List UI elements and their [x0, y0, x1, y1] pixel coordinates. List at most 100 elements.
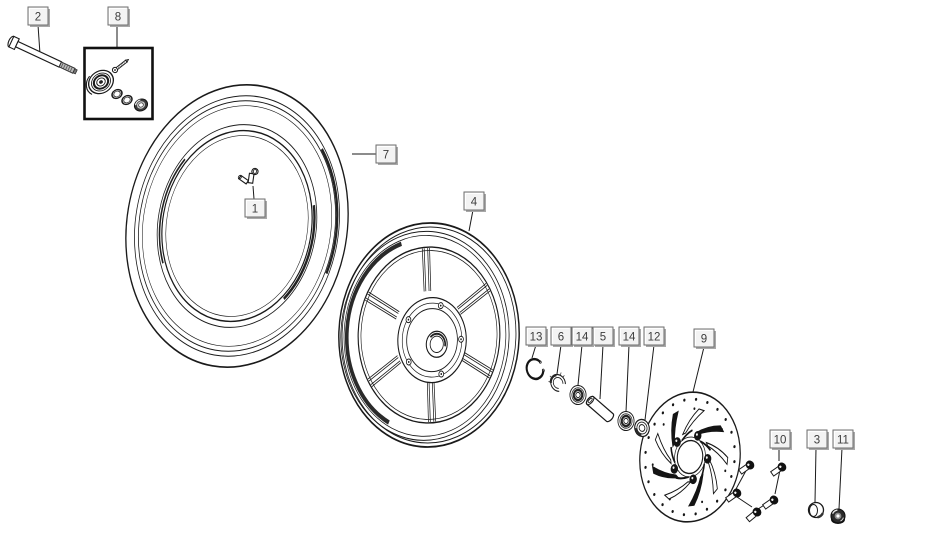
- wheel-spoke-line: [368, 291, 400, 313]
- wheel-spoke-line: [426, 378, 429, 423]
- rim-barrel-shape: [343, 234, 507, 437]
- retainer-hatch-shape: [559, 372, 562, 376]
- speedo-screw: [111, 58, 130, 74]
- disc-bolt-shape: [771, 498, 774, 501]
- cap-nut-part-shape: [807, 501, 825, 519]
- o-ring: [121, 94, 133, 106]
- callout-retainer-shape: [550, 326, 572, 346]
- disc-drill-hole: [706, 400, 709, 404]
- disc-bolt-shape: [752, 507, 762, 517]
- callout-cap-nut[interactable]: 3: [806, 429, 829, 450]
- axle-part-shape: [72, 68, 78, 75]
- disc-drill-hole: [653, 422, 656, 426]
- leader-lines-shape: [644, 344, 655, 421]
- callout-flange-nut[interactable]: 11: [832, 429, 855, 450]
- disc-bolt-shape: [734, 491, 737, 494]
- wheel-spoke-line: [370, 360, 401, 386]
- callout-bearing-inner[interactable]: 14: [571, 326, 594, 347]
- callout-group: 1 2 3 4 5 6 7: [27, 6, 855, 450]
- circlip-part-shape: [525, 357, 545, 381]
- cap-nut-part-shape: [809, 504, 818, 517]
- callout-wheel-rim[interactable]: 4: [463, 191, 486, 212]
- callout-tyre[interactable]: 7: [375, 144, 398, 165]
- callout-valve[interactable]: 1: [244, 198, 267, 219]
- o-ring-shape: [121, 94, 133, 106]
- o-ring-shape: [111, 88, 123, 100]
- tyre-shading-arc-left: [158, 158, 186, 264]
- disc-bolts-part: [724, 460, 787, 523]
- disc-rivet-highlight: [675, 439, 678, 443]
- disc-vent-slot: [651, 465, 680, 479]
- callout-retainer-shape: [552, 328, 570, 344]
- brake-disc-part: [639, 391, 741, 523]
- callout-flange-nut-shape: [832, 429, 854, 449]
- axle-thread-hatch-shape: [60, 62, 64, 68]
- leader-lines-shape: [692, 346, 705, 393]
- axle-thread-hatch-shape: [69, 67, 73, 72]
- callout-retainer[interactable]: 6: [550, 326, 573, 347]
- hub-bore: [425, 330, 448, 358]
- callout-axle-shape: [29, 8, 47, 24]
- callout-brake-disc[interactable]: 9: [693, 328, 716, 349]
- speedo-screw-shape-shape: [120, 63, 123, 67]
- disc-drill-hole: [647, 436, 650, 440]
- callout-circlip[interactable]: 13: [525, 326, 548, 347]
- axle-part: [7, 35, 78, 75]
- retainer-hatch-shape: [549, 375, 553, 379]
- leader-lines-shape: [736, 496, 753, 508]
- spacer-part-shape: [585, 395, 595, 406]
- callout-label: 3: [814, 435, 820, 447]
- rim-barrel-shape: [345, 241, 402, 425]
- disc-bolt-shape: [779, 465, 782, 468]
- callout-disc-bolts[interactable]: 10: [769, 429, 792, 450]
- valve-part-shape-shape: [247, 172, 255, 184]
- retainer-hatch-shape: [562, 375, 565, 378]
- callout-tyre-shape: [377, 146, 395, 162]
- wheel-spoke-line: [429, 247, 432, 292]
- disc-drill-hole: [671, 403, 675, 407]
- disc-drill-hole: [705, 507, 709, 511]
- brake-disc-part-shape: [674, 436, 706, 478]
- callout-valve-shape: [246, 200, 264, 216]
- wheel-spoke-line: [456, 283, 487, 308]
- callout-dust-seal[interactable]: 12: [643, 326, 666, 347]
- disc-drill-hole: [701, 500, 704, 504]
- wheel-spoke-line: [460, 352, 493, 373]
- disc-bolt: [737, 460, 755, 475]
- tyre-part-shape: [161, 129, 313, 323]
- leader-lines-shape: [37, 24, 41, 55]
- speedo-screw-shape: [117, 61, 126, 69]
- circlip-part-shape: [538, 360, 542, 364]
- callout-bearing-outer[interactable]: 14: [618, 326, 641, 347]
- disc-rivet-highlight: [695, 433, 698, 436]
- callout-disc-bolts-shape: [771, 431, 789, 447]
- disc-rivets: [670, 431, 712, 485]
- callout-circlip-shape: [527, 328, 545, 344]
- callout-label: 8: [115, 12, 121, 24]
- disc-drill-hole: [653, 492, 656, 496]
- leader-lines-shape: [577, 344, 583, 386]
- callout-speedo-gear-kit[interactable]: 8: [107, 6, 130, 27]
- callout-axle[interactable]: 2: [27, 6, 50, 27]
- wheel-rim-part-shape: [357, 246, 501, 424]
- speedo-bushing-shape: [138, 102, 144, 108]
- speedo-gear-housing-shape: [96, 77, 106, 87]
- callout-brake-disc-shape: [695, 330, 713, 346]
- disc-drill-hole: [715, 499, 719, 503]
- disc-vent-slot: [687, 473, 704, 507]
- hub-bolt-hole-dot: [407, 318, 410, 321]
- disc-drill-hole: [671, 510, 674, 514]
- hub-bolt-hole-dot: [439, 304, 442, 307]
- tyre-bead-shading-arc: [283, 204, 316, 300]
- callout-valve-shape: [244, 198, 266, 218]
- speedo-screw-shape-shape: [121, 62, 124, 65]
- callout-circlip-shape: [525, 326, 547, 346]
- disc-drill-hole: [644, 450, 647, 454]
- hub-bore-shape: [425, 330, 448, 358]
- disc-bolt: [724, 488, 742, 503]
- valve-part-shape-shape: [237, 174, 250, 185]
- callout-spacer[interactable]: 5: [592, 326, 615, 347]
- wheel-rim-part-shape: [341, 226, 517, 444]
